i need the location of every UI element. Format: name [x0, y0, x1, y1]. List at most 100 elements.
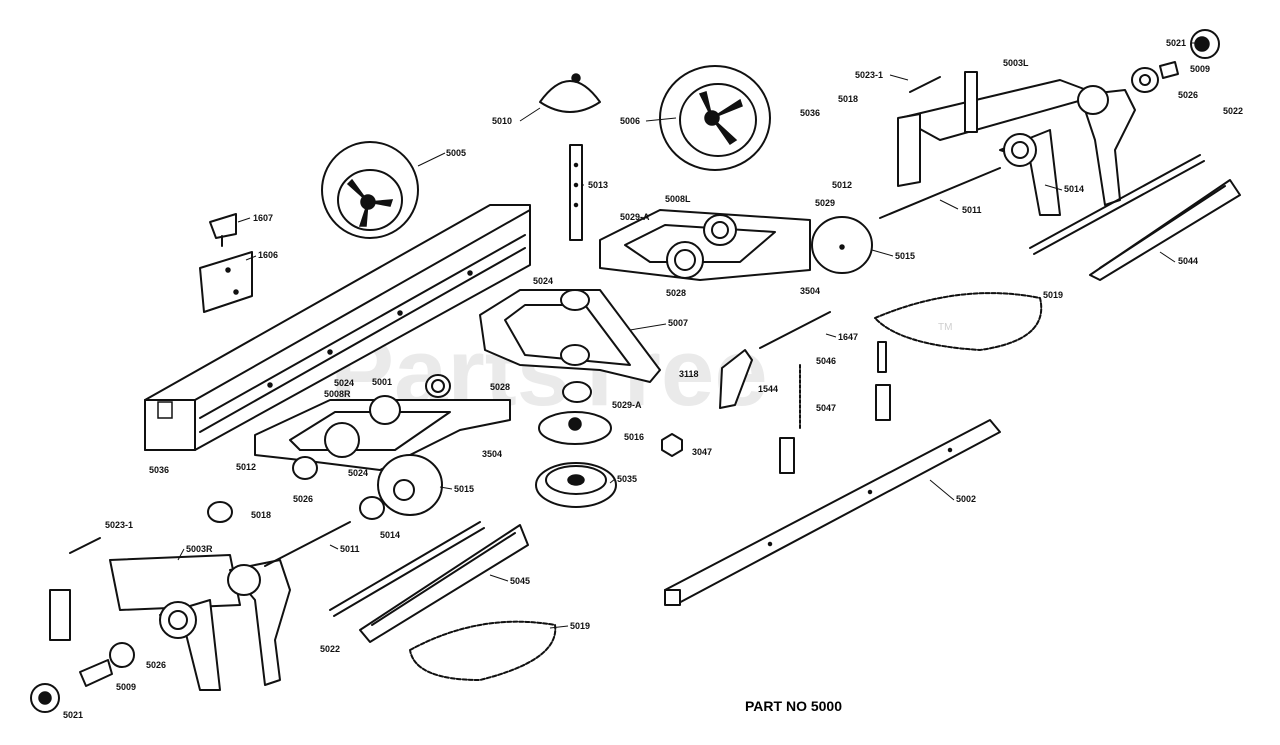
label-5023-1-bot: 5023-1 — [105, 520, 133, 530]
label-5018-bot: 5018 — [251, 510, 271, 520]
bearing-5026-bot — [292, 456, 385, 520]
frame-5003R — [49, 554, 291, 691]
label-5024-top: 5024 — [533, 276, 553, 286]
frame-5003L — [897, 71, 1136, 216]
label-5029: 5029 — [815, 198, 835, 208]
label-5005: 5005 — [446, 148, 466, 158]
bearing-5026-low — [79, 642, 135, 687]
bearing-5026-top — [1131, 61, 1179, 93]
label-5002: 5002 — [956, 494, 976, 504]
label-5026-bot: 5026 — [293, 494, 313, 504]
label-5023-1-top: 5023-1 — [855, 70, 883, 80]
bar-5002 — [664, 419, 1001, 606]
diagram-title: PART NO 5000 — [745, 698, 842, 714]
label-1607: 1607 — [253, 213, 273, 223]
label-3504-top: 3504 — [800, 286, 820, 296]
watermark-tm: TM — [938, 322, 952, 333]
bearing-5021-top — [1190, 29, 1220, 59]
label-5012-bot: 5012 — [236, 462, 256, 472]
bracket-1607 — [209, 213, 237, 247]
label-5022-top: 5022 — [1223, 106, 1243, 116]
bearing-5029-mid — [425, 374, 451, 398]
label-5015-top: 5015 — [895, 251, 915, 261]
label-5029-A-top: 5029-A — [620, 212, 650, 222]
rod-1647 — [759, 311, 831, 349]
label-5021-top: 5021 — [1166, 38, 1186, 48]
label-5006-top: 5006 — [620, 116, 640, 126]
label-3047: 3047 — [692, 447, 712, 457]
label-5010: 5010 — [492, 116, 512, 126]
pulley-5015-bot — [377, 454, 443, 516]
frame-5008R — [254, 395, 511, 471]
nut-3047 — [661, 433, 683, 457]
label-5016: 5016 — [624, 432, 644, 442]
label-5028-mid: 5028 — [490, 382, 510, 392]
hub-5018-bot — [207, 501, 233, 523]
label-5009-top: 5009 — [1190, 64, 1210, 74]
label-5035: 5035 — [617, 474, 637, 484]
spring-5047 — [779, 341, 891, 474]
rod-5011-top — [879, 167, 1001, 219]
label-5014-top: 5014 — [1064, 184, 1084, 194]
label-5011-top: 5011 — [962, 205, 982, 215]
shaft-5013 — [569, 144, 583, 241]
label-5019-bot: 5019 — [570, 621, 590, 631]
label-5026-top: 5026 — [1178, 90, 1198, 100]
label-5009-bot: 5009 — [116, 682, 136, 692]
label-5019-top: 5019 — [1043, 290, 1063, 300]
leader-lines — [177, 42, 1196, 629]
label-1544: 1544 — [758, 384, 778, 394]
label-5036-top: 5036 — [800, 108, 820, 118]
label-5022-bot: 5022 — [320, 644, 340, 654]
label-5045: 5045 — [510, 576, 530, 586]
wheel-5005-left — [321, 141, 419, 239]
label-5003R: 5003R — [186, 544, 213, 554]
frame-channel-5001 — [144, 204, 531, 451]
belt-5044 — [1089, 179, 1241, 281]
label-5028-top: 5028 — [666, 288, 686, 298]
label-5018: 5018 — [838, 94, 858, 104]
label-5013: 5013 — [588, 180, 608, 190]
label-1647: 1647 — [838, 332, 858, 342]
chain-5019-bot — [409, 620, 557, 681]
bolt-5023-1-top — [909, 76, 941, 93]
label-5026-low: 5026 — [146, 660, 166, 670]
belt-5045 — [359, 524, 529, 643]
rod-5014-top — [1029, 154, 1205, 255]
label-5008R: 5008R — [324, 389, 351, 399]
bolt-5023-1-bot — [69, 537, 101, 554]
wheel-5005-right — [659, 65, 771, 171]
cone-5010 — [539, 73, 601, 113]
part-labels: 5021 5023-1 5003L 5009 5026 5022 5010 50… — [63, 38, 1243, 720]
rod-5014-bot — [329, 521, 485, 617]
label-5044: 5044 — [1178, 256, 1198, 266]
label-5046: 5046 — [816, 356, 836, 366]
label-5015-bot: 5015 — [454, 484, 474, 494]
pulley-5035 — [535, 462, 617, 508]
label-5029-A-mid: 5029-A — [612, 400, 642, 410]
label-5001: 5001 — [372, 377, 392, 387]
rod-5011-bot — [264, 521, 351, 567]
spacer-5028-mid — [562, 381, 592, 403]
label-5008L: 5008L — [665, 194, 691, 204]
bearing-5021-bot — [30, 683, 60, 713]
label-3118: 3118 — [679, 369, 699, 379]
label-5024-bot: 5024 — [348, 468, 368, 478]
label-5012-top: 5012 — [832, 180, 852, 190]
label-5011-bot: 5011 — [340, 544, 360, 554]
pulley-5015-top — [811, 216, 873, 274]
label-3504-bot: 3504 — [482, 449, 502, 459]
label-5024-mid: 5024 — [334, 378, 354, 388]
label-5007: 5007 — [668, 318, 688, 328]
plate-1606 — [199, 251, 253, 313]
pulley-5016 — [538, 411, 612, 445]
label-5036-bot: 5036 — [149, 465, 169, 475]
frame-5008L — [599, 209, 811, 281]
frame-5007 — [479, 289, 661, 383]
lever-1544 — [719, 349, 753, 409]
chain-5019-top — [874, 292, 1043, 351]
label-5014-bot: 5014 — [380, 530, 400, 540]
label-5003L: 5003L — [1003, 58, 1029, 68]
label-5047: 5047 — [816, 403, 836, 413]
